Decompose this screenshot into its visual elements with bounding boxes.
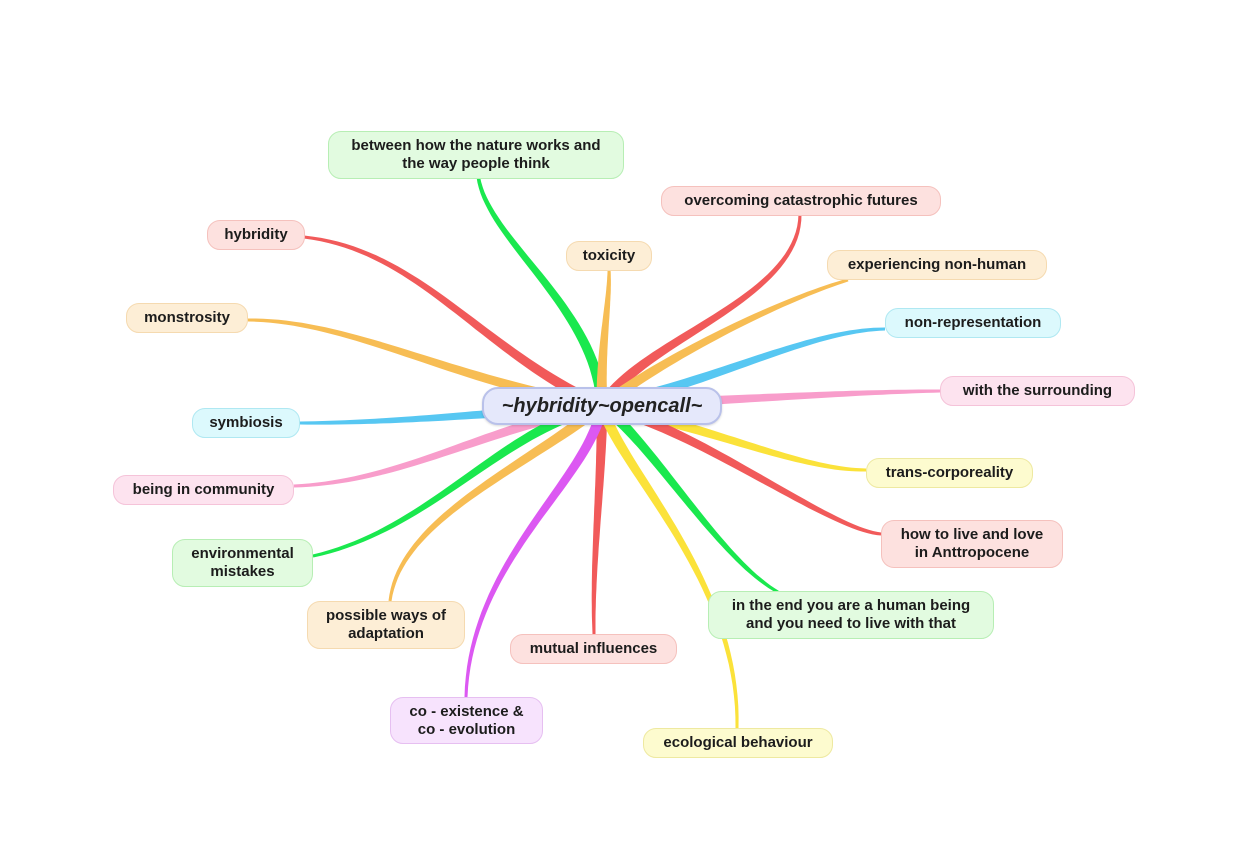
branch-n14	[598, 401, 779, 594]
central-topic[interactable]: ~hybridity~opencall~	[482, 387, 722, 425]
topic-with-the-surrounding[interactable]: with the surrounding	[940, 376, 1135, 406]
topic-trans-corporeality[interactable]: trans-corporeality	[866, 458, 1033, 488]
branch-n17	[464, 405, 608, 697]
topic-experiencing-non-human[interactable]: experiencing non-human	[827, 250, 1047, 280]
branch-n2	[597, 214, 802, 409]
branch-n4	[596, 270, 611, 407]
topic-toxicity[interactable]: toxicity	[566, 241, 652, 271]
topic-co-existence-co-evolution[interactable]: co - existence & co - evolution	[390, 697, 543, 744]
topic-mutual-influences[interactable]: mutual influences	[510, 634, 677, 664]
topic-hybridity[interactable]: hybridity	[207, 220, 305, 250]
topic-environmental-mistakes[interactable]: environmental mistakes	[172, 539, 313, 587]
topic-being-in-community[interactable]: being in community	[113, 475, 294, 505]
topic-overcoming-catastrophic-futures[interactable]: overcoming catastrophic futures	[661, 186, 941, 216]
branch-n18	[596, 404, 739, 728]
branch-n3	[303, 235, 605, 411]
branch-n13	[312, 400, 604, 558]
topic-nature-vs-people-thinking[interactable]: between how the nature works and the way…	[328, 131, 624, 179]
topic-human-being-live-with-that[interactable]: in the end you are a human being and you…	[708, 591, 994, 639]
branch-n12	[600, 400, 882, 536]
topic-non-representation[interactable]: non-representation	[885, 308, 1061, 338]
branch-n16	[591, 406, 608, 634]
branch-n1	[476, 161, 608, 407]
topic-live-and-love-anttropocene[interactable]: how to live and love in Anttropocene	[881, 520, 1063, 568]
topic-monstrosity[interactable]: monstrosity	[126, 303, 248, 333]
topic-possible-ways-of-adaptation[interactable]: possible ways of adaptation	[307, 601, 465, 649]
topic-ecological-behaviour[interactable]: ecological behaviour	[643, 728, 833, 758]
topic-symbiosis[interactable]: symbiosis	[192, 408, 300, 438]
